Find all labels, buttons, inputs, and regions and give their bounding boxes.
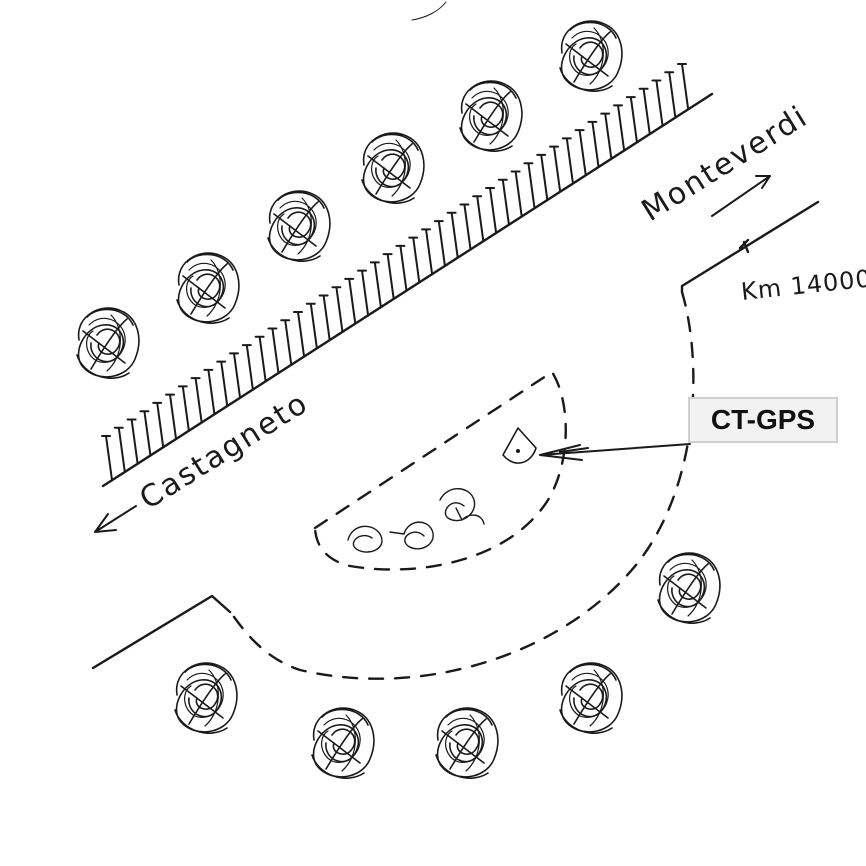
tree-icon: [657, 552, 721, 624]
parking-stall: [254, 335, 267, 382]
island-shrubs: [347, 427, 537, 553]
parking-stall: [497, 178, 510, 225]
parking-stall: [229, 352, 241, 399]
gps-point-label: CT-GPS: [688, 397, 838, 443]
parking-stall: [177, 385, 190, 432]
km-marker-label: Km 14000: [740, 264, 866, 306]
arrow-right-up-icon: [711, 175, 771, 217]
parking-stall: [216, 360, 229, 407]
parking-stall: [638, 87, 651, 134]
parking-stall: [165, 393, 177, 440]
layby-outer-dashed: [230, 290, 695, 680]
parking-stall: [536, 153, 549, 200]
parking-stall: [280, 319, 293, 366]
km-marker-tick: [738, 238, 750, 254]
tree-row-south: [174, 552, 721, 779]
parking-stall: [549, 145, 561, 192]
parking-stall: [241, 344, 254, 391]
tree-row-north: [76, 20, 623, 379]
parking-stall: [433, 220, 446, 267]
parking-stall: [190, 377, 203, 424]
parking-stall: [574, 129, 587, 176]
parking-stall: [357, 269, 369, 316]
tree-icon: [174, 662, 238, 734]
castagneto-label: Castagneto: [134, 385, 315, 516]
parking-stall: [472, 195, 485, 242]
road-edge-north: [101, 92, 714, 488]
parking-stall: [344, 277, 357, 324]
parking-stall: [395, 244, 408, 291]
tree-icon: [361, 132, 425, 204]
parking-stall: [267, 327, 280, 374]
road-edge-south-lower: [91, 594, 232, 670]
tree-icon: [176, 252, 240, 324]
parking-stall: [446, 211, 459, 258]
tree-icon: [459, 80, 523, 152]
parking-stall: [651, 79, 664, 126]
tree-icon: [267, 190, 331, 262]
tree-icon: [559, 20, 623, 92]
parking-stall: [677, 63, 689, 109]
parking-stall: [369, 261, 382, 308]
parking-stalls: [101, 63, 689, 481]
parking-stall: [561, 137, 574, 184]
parking-stall: [523, 162, 536, 209]
parking-stall: [421, 228, 433, 275]
parking-stall: [587, 120, 600, 167]
parking-stall: [113, 426, 126, 473]
parking-stall: [625, 96, 638, 143]
parking-stall: [126, 418, 139, 465]
parking-stall: [293, 311, 305, 357]
paper-mark: [411, 1, 447, 21]
parking-stall: [664, 71, 677, 118]
parking-stall: [510, 170, 523, 217]
parking-stall: [305, 302, 318, 349]
parking-stall: [101, 435, 113, 481]
gps-point-marker: [502, 427, 537, 464]
parking-stall: [459, 203, 472, 250]
tree-icon: [76, 307, 140, 379]
parking-stall: [382, 253, 395, 300]
parking-stall: [203, 368, 216, 415]
parking-stall: [139, 410, 152, 457]
arrow-left-down-icon: [94, 505, 137, 533]
tree-icon: [435, 707, 499, 779]
tree-icon: [311, 707, 375, 779]
arrow-left-icon: [539, 443, 691, 461]
parking-stall: [408, 236, 421, 283]
parking-stall: [600, 112, 613, 159]
parking-stall: [613, 104, 625, 151]
tree-icon: [559, 662, 623, 734]
parking-stall: [485, 187, 497, 233]
traffic-island-dashed: [313, 370, 567, 571]
road-edge-south-upper: [680, 200, 820, 294]
parking-stall: [152, 401, 165, 448]
parking-stall: [331, 286, 344, 333]
parking-stall: [318, 294, 331, 341]
